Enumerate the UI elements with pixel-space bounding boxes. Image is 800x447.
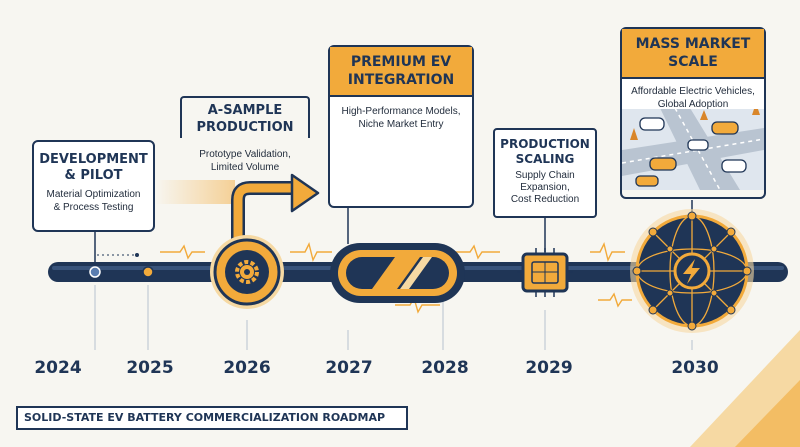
battery-stripe-icon bbox=[372, 257, 420, 289]
milestone-description: Prototype Validation, Limited Volume bbox=[180, 148, 310, 174]
network-node-2030 bbox=[630, 200, 754, 333]
milestone-desc-line: Material Optimization bbox=[46, 189, 141, 200]
milestone-title-line: PRODUCTION bbox=[196, 120, 294, 135]
milestone-desc-line: Affordable Electric Vehicles, bbox=[631, 86, 755, 97]
milestone-title: PRODUCTION SCALING bbox=[495, 130, 595, 167]
milestone-desc-line: Expansion, bbox=[520, 182, 570, 193]
milestone-title-line: A-SAMPLE bbox=[207, 103, 283, 118]
milestone-description: Supply Chain Expansion, Cost Reduction bbox=[495, 167, 595, 210]
milestone-dot-2025 bbox=[142, 266, 154, 278]
year-label: 2025 bbox=[126, 358, 174, 378]
milestone-card-premium-ev: PREMIUM EV INTEGRATION High-Performance … bbox=[328, 45, 474, 208]
milestone-title-line: SCALE bbox=[668, 54, 718, 70]
milestone-desc-line: Supply Chain bbox=[515, 170, 575, 181]
milestone-title: PREMIUM EV INTEGRATION bbox=[330, 47, 472, 97]
milestone-card-development: DEVELOPMENT & PILOT Material Optimizatio… bbox=[32, 140, 155, 232]
year-guide-lines bbox=[94, 285, 693, 350]
milestone-title-line: MASS MARKET bbox=[635, 36, 751, 52]
milestone-desc-line: Limited Volume bbox=[210, 162, 280, 173]
gear-icon bbox=[235, 260, 259, 284]
year-label: 2027 bbox=[325, 358, 373, 378]
year-label: 2024 bbox=[34, 358, 82, 378]
milestone-title-line: PREMIUM EV bbox=[350, 54, 452, 70]
milestone-card-production-scaling: PRODUCTION SCALING Supply Chain Expansio… bbox=[493, 128, 597, 218]
milestone-desc-line: Prototype Validation, bbox=[199, 149, 291, 160]
milestone-card-mass-market: MASS MARKET SCALE Affordable Electric Ve… bbox=[620, 27, 766, 199]
year-label: 2026 bbox=[223, 358, 271, 378]
year-label: 2028 bbox=[421, 358, 469, 378]
year-label: 2029 bbox=[525, 358, 573, 378]
milestone-description: Affordable Electric Vehicles, Global Ado… bbox=[622, 79, 764, 110]
milestone-description: Material Optimization & Process Testing bbox=[34, 184, 153, 218]
milestone-desc-line: & Process Testing bbox=[53, 202, 134, 213]
milestone-desc-line: High-Performance Models, bbox=[341, 106, 461, 117]
milestone-desc-line: Cost Reduction bbox=[510, 194, 580, 205]
milestone-desc-line: Niche Market Entry bbox=[358, 119, 444, 130]
battery-node-2027 bbox=[330, 208, 465, 303]
roadmap-title: SOLID-STATE EV BATTERY COMMERCIALIZATION… bbox=[16, 406, 408, 430]
milestone-label-a-sample: A-SAMPLE PRODUCTION Prototype Validation… bbox=[180, 96, 310, 174]
year-label: 2030 bbox=[671, 358, 719, 378]
milestone-description: High-Performance Models, Niche Market En… bbox=[330, 97, 472, 135]
milestone-desc-line: Global Adoption bbox=[657, 99, 729, 110]
milestone-title-line: & PILOT bbox=[64, 168, 123, 183]
chip-node-2029 bbox=[517, 218, 573, 297]
milestone-title-line: INTEGRATION bbox=[347, 72, 455, 88]
gear-node-2026 bbox=[210, 173, 320, 309]
milestone-title-line: DEVELOPMENT bbox=[39, 152, 148, 167]
pulse-lines bbox=[160, 241, 632, 314]
milestone-title-line: SCALING bbox=[515, 152, 575, 166]
city-traffic-illustration bbox=[621, 103, 765, 191]
corner-decoration bbox=[690, 330, 800, 447]
milestone-title: DEVELOPMENT & PILOT bbox=[34, 142, 153, 184]
milestone-title: MASS MARKET SCALE bbox=[622, 29, 764, 79]
milestone-title-line: PRODUCTION bbox=[500, 137, 590, 151]
lightning-icon bbox=[683, 259, 700, 284]
progress-glow bbox=[155, 180, 235, 204]
milestone-dot-2024 bbox=[89, 266, 101, 278]
milestone-title: A-SAMPLE PRODUCTION bbox=[180, 96, 310, 138]
